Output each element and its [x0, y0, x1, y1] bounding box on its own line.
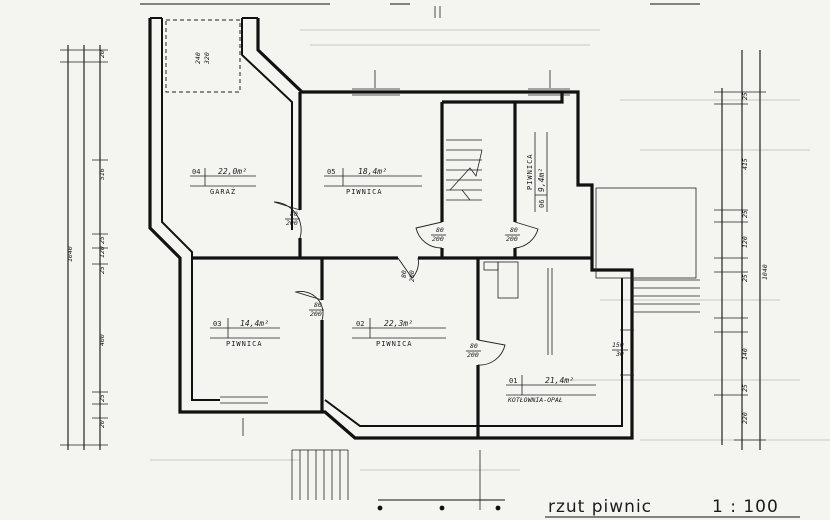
left-dimension-chain: 20 516 25 120 25 400 25 20 1040 [60, 45, 108, 450]
right-dimension-chain: 25 415 25 120 25 140 25 220 1040 [714, 50, 769, 450]
room-03-name: PIWNICA [226, 340, 263, 348]
wall-windows [220, 88, 634, 404]
top-edge-marks [140, 3, 700, 18]
exterior-walls [148, 17, 634, 440]
door-swing-1 [273, 201, 302, 239]
door-swing-3 [514, 221, 539, 249]
right-dim-8: 220 [741, 412, 749, 424]
external-stair-bottom [291, 449, 481, 510]
door-3-width: 80 [510, 226, 518, 234]
right-dim-4: 120 [741, 236, 749, 248]
right-dim-2: 415 [741, 158, 749, 170]
room-05-name: PIWNICA [346, 188, 383, 196]
room-03-number: 03 [213, 320, 221, 328]
right-dim-5: 25 [741, 274, 749, 282]
room-02-area: 22,3m² [384, 319, 413, 328]
drawing-scale: 1 : 100 [712, 497, 779, 517]
room-label-boxes [190, 132, 596, 396]
background-ghost-lines [150, 29, 830, 471]
right-dim-3: 25 [741, 210, 749, 218]
internal-staircase [446, 139, 483, 201]
right-total-dim: 1040 [761, 264, 769, 280]
door-6-width: 80 [470, 342, 478, 350]
room-05-number: 05 [327, 168, 335, 176]
room-04-name: GARAŻ [210, 187, 236, 196]
door-2-width: 80 [436, 226, 444, 234]
door-swing-6 [477, 339, 506, 366]
door-1-width: 80 [290, 210, 298, 218]
room-04-number: 04 [192, 168, 200, 176]
left-total-dim: 1040 [66, 246, 74, 262]
door-5-height: 200 [310, 310, 322, 318]
garage-gate-outline [165, 19, 241, 93]
garage-window-width: 240 [194, 52, 202, 64]
section-line-marker [377, 499, 505, 511]
door-5-width: 80 [314, 301, 322, 309]
door-3-height: 200 [506, 235, 518, 243]
external-stair-right [595, 187, 700, 313]
right-dim-6: 140 [741, 348, 749, 360]
room-03-area: 14,4m² [240, 319, 269, 328]
room-01-area: 21,4m² [545, 376, 574, 385]
side-window-height: 30 [615, 350, 624, 358]
room-01-name: KOTŁOWNIA-OPAŁ [507, 396, 563, 404]
door-6-height: 200 [467, 351, 479, 359]
left-dim-2: 516 [98, 168, 106, 180]
left-dim-4: 120 [98, 246, 106, 258]
left-dim-5: 25 [98, 266, 106, 274]
door-swing-2 [415, 221, 443, 249]
room-05-area: 18,4m² [358, 167, 387, 176]
right-dim-1: 25 [741, 92, 749, 100]
interior-walls [192, 92, 592, 438]
drawing-title: rzut piwnic [548, 497, 652, 517]
room-01-number: 01 [509, 377, 517, 385]
left-dim-6: 400 [98, 334, 106, 346]
room-02-number: 02 [356, 320, 364, 328]
door-swing-5 [294, 291, 324, 321]
door-1-height: 200 [286, 219, 298, 227]
drawing-title-block: rzut piwnic 1 : 100 [545, 497, 800, 518]
boiler-duct [547, 268, 553, 355]
room-06-name: PIWNICA [526, 153, 534, 190]
left-dim-1: 20 [98, 50, 106, 58]
door-labels: 80 200 80 200 80 200 80 200 80 200 80 20… [285, 210, 520, 359]
garage-window-height: 320 [203, 52, 211, 65]
room-06-number: 06 [538, 200, 546, 208]
window-labels: 240 320 150 30 [194, 52, 628, 436]
right-dim-7: 25 [741, 384, 749, 392]
left-dim-7: 25 [98, 394, 106, 402]
door-swing-4 [397, 257, 419, 279]
door-2-height: 200 [432, 235, 444, 243]
room-06-area: 9,4m² [537, 168, 546, 192]
side-window-width: 150 [612, 341, 624, 349]
door-4-height: 200 [408, 270, 416, 282]
room-04-area: 22,0m² [218, 167, 247, 176]
left-dim-3: 25 [98, 236, 106, 244]
door-4-width: 80 [400, 270, 408, 278]
room-02-name: PIWNICA [376, 340, 413, 348]
left-dim-8: 20 [98, 420, 106, 428]
